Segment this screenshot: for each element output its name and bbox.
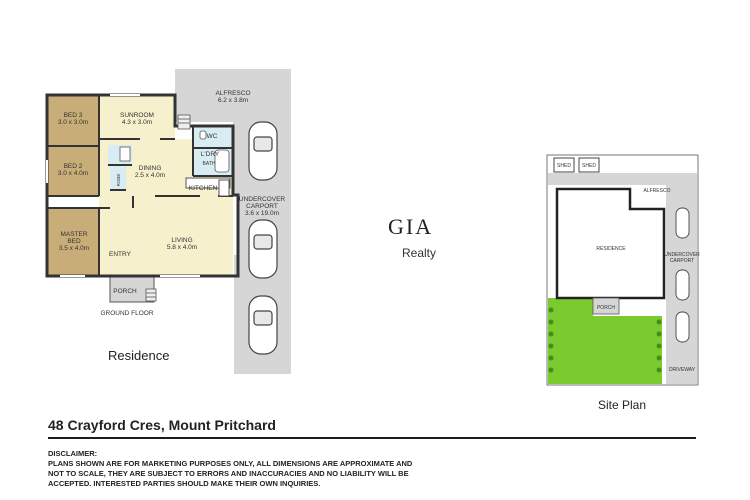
sunroom-dims: 4.3 x 3.0m bbox=[122, 119, 152, 126]
lawn bbox=[548, 298, 662, 384]
windows bbox=[46, 94, 200, 277]
wc-label: WC bbox=[207, 133, 218, 140]
master-label-2: BED bbox=[67, 238, 81, 245]
site-carport-label-1: UNDERCOVER bbox=[664, 252, 700, 258]
site-plan-caption: Site Plan bbox=[598, 398, 647, 412]
residence-footprint bbox=[555, 187, 666, 300]
bed2-label: BED 2 bbox=[64, 163, 83, 170]
company-name: Realty bbox=[402, 246, 437, 260]
living-dims: 5.8 x 4.0m bbox=[167, 244, 197, 251]
site-car-icon bbox=[675, 207, 690, 343]
disclaimer-line: PLANS SHOWN ARE FOR MARKETING PURPOSES O… bbox=[48, 459, 413, 468]
floor-plan: ALFRESCO 6.2 x 3.8m BED 3 3.0 x 3.0m SUN… bbox=[45, 69, 291, 374]
stairs-icon bbox=[145, 114, 191, 302]
site-carport-label-2: CARPORT bbox=[670, 258, 694, 264]
site-porch bbox=[592, 297, 620, 315]
alfresco-dims: 6.2 x 3.8m bbox=[218, 97, 248, 104]
interior-walls bbox=[47, 95, 233, 276]
shower-icon bbox=[119, 146, 131, 162]
hedge bbox=[548, 307, 662, 373]
site-plan: SHED SHED ALFRESCO RESIDENCE UNDERCOVER … bbox=[546, 154, 700, 386]
dining-label: DINING bbox=[139, 165, 162, 172]
carport-label: UNDERCOVER bbox=[239, 196, 286, 203]
master-label: MASTER bbox=[60, 231, 87, 238]
robe-label: ROBE bbox=[116, 174, 121, 187]
divider bbox=[48, 437, 696, 439]
site-residence-label: RESIDENCE bbox=[596, 246, 626, 252]
toilet-icon bbox=[199, 130, 207, 140]
bed2-floor bbox=[47, 146, 99, 196]
carport-dims: 3.6 x 19.0m bbox=[245, 210, 279, 217]
kitchen-island bbox=[218, 179, 230, 197]
site-alfresco-label: ALFRESCO bbox=[644, 188, 671, 194]
robe-floor bbox=[110, 166, 126, 190]
living-label: LIVING bbox=[171, 237, 192, 244]
porch-label: PORCH bbox=[113, 288, 137, 295]
master-floor bbox=[47, 208, 99, 276]
driveway bbox=[666, 353, 697, 384]
rear-paving bbox=[548, 173, 697, 185]
company-logo: GIA bbox=[388, 214, 434, 239]
disclaimer-line: NOT TO SCALE, THEY ARE SUBJECT TO ERRORS… bbox=[48, 469, 409, 478]
shed-2 bbox=[578, 157, 600, 173]
laundry-label: L'DRY bbox=[201, 151, 220, 158]
carport-label-2: CARPORT bbox=[246, 203, 278, 210]
kitchen-label: KITCHEN bbox=[189, 185, 218, 192]
bed2-dims: 3.0 x 4.0m bbox=[58, 170, 88, 177]
ground-floor-label: GROUND FLOOR bbox=[100, 310, 153, 317]
residence-caption: Residence bbox=[108, 348, 170, 363]
dining-dims: 2.5 x 4.0m bbox=[135, 172, 165, 179]
site-shed-label-1: SHED bbox=[557, 163, 571, 169]
shed-1 bbox=[553, 157, 575, 173]
property-address: 48 Crayford Cres, Mount Pritchard bbox=[48, 417, 276, 433]
bed3-floor bbox=[47, 95, 99, 146]
bed3-dims: 3.0 x 3.0m bbox=[58, 119, 88, 126]
kitchen-bench bbox=[185, 177, 231, 189]
master-dims: 3.5 x 4.0m bbox=[59, 245, 89, 252]
site-driveway-label: DRIVEWAY bbox=[669, 367, 696, 373]
sunroom-floor bbox=[99, 95, 175, 139]
bed3-label: BED 3 bbox=[64, 112, 83, 119]
disclaimer-line: ACCEPTED. INTERESTED PARTIES SHOULD MAKE… bbox=[48, 479, 321, 488]
bath-icon bbox=[214, 149, 230, 173]
sunroom-label: SUNROOM bbox=[120, 112, 154, 119]
car-icon bbox=[248, 121, 278, 355]
alfresco-label: ALFRESCO bbox=[215, 90, 250, 97]
bath-label: BATH bbox=[203, 161, 216, 167]
disclaimer-title: DISCLAIMER: bbox=[48, 449, 98, 458]
entry-label: ENTRY bbox=[109, 251, 132, 258]
site-shed-label-2: SHED bbox=[582, 163, 596, 169]
site-porch-label: PORCH bbox=[597, 305, 615, 311]
